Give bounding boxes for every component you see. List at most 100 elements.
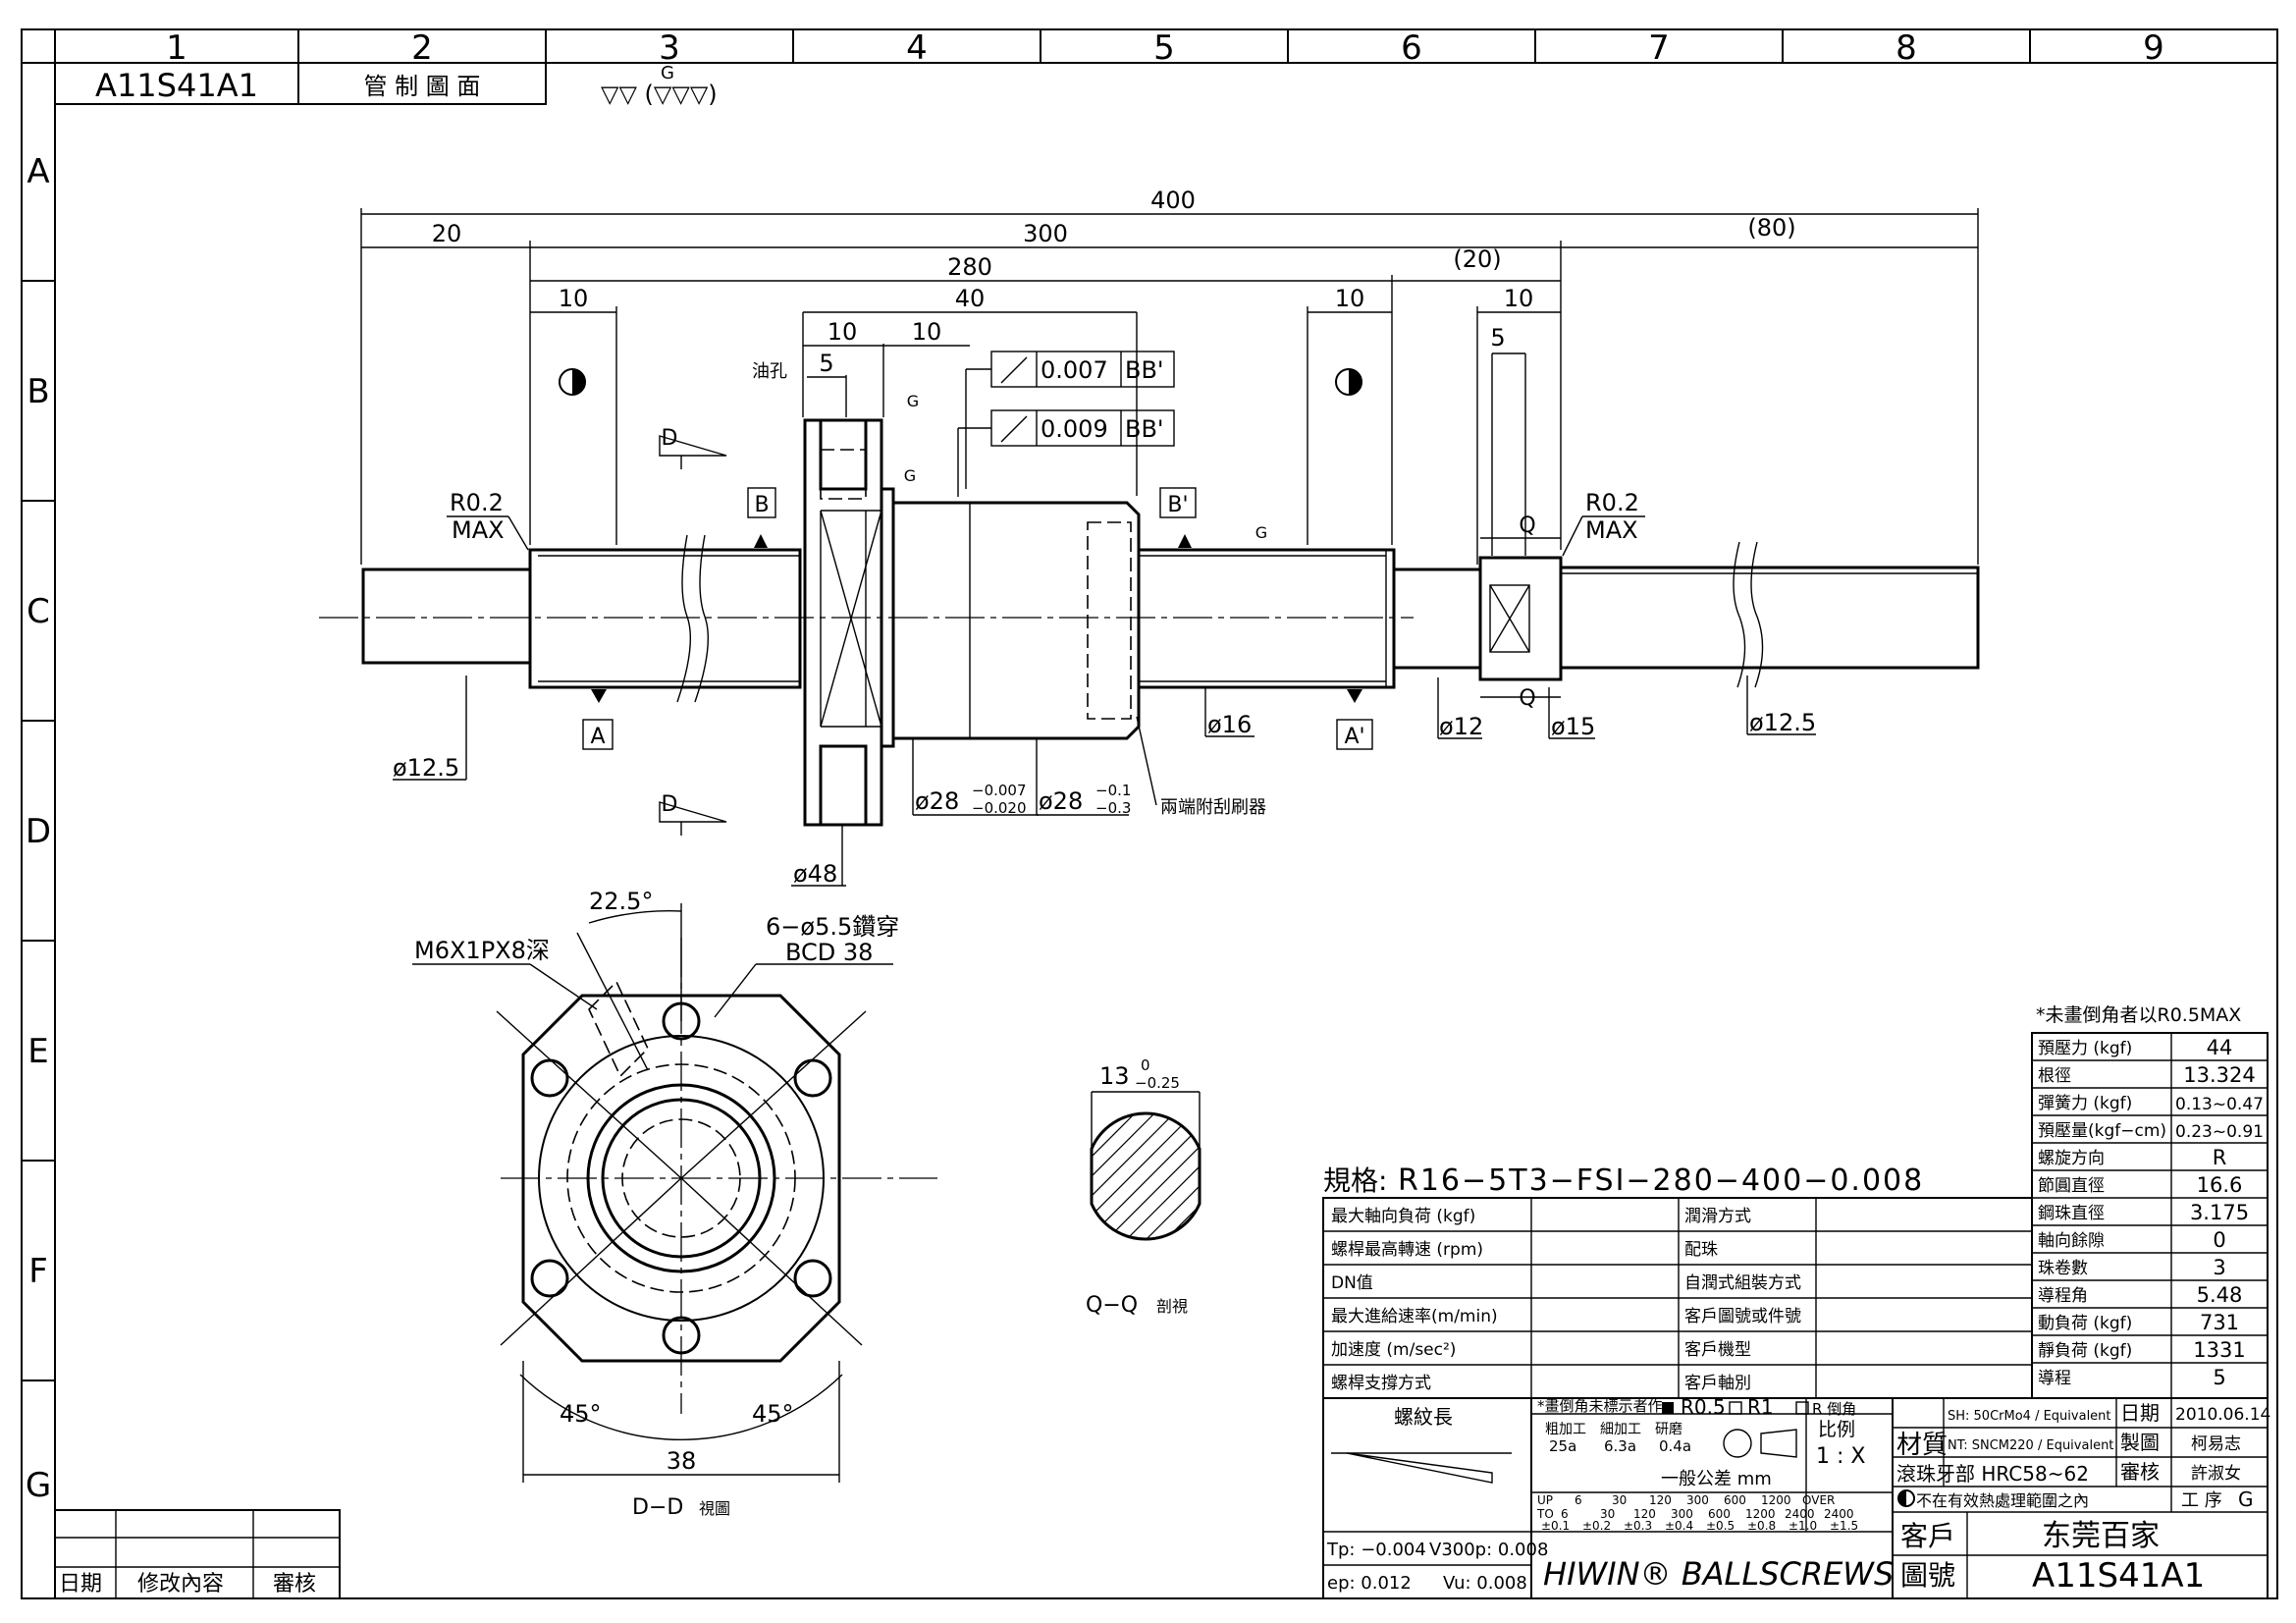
material-sh: SH: 50CrMo4 / Equivalent bbox=[1948, 1409, 2111, 1424]
spec-param-value: 731 bbox=[2200, 1311, 2239, 1334]
header-drawing-no: A11S41A1 bbox=[95, 67, 258, 104]
collar-15 bbox=[1478, 556, 1563, 681]
spec-param-label: 導程 bbox=[2038, 1369, 2071, 1388]
tol-cell: 30 bbox=[1600, 1507, 1615, 1521]
tol-cell: 1200 bbox=[1761, 1493, 1791, 1507]
qq-caption: Q−Q bbox=[1086, 1293, 1138, 1318]
row-label: C bbox=[27, 592, 50, 631]
check-value: 許淑女 bbox=[2191, 1464, 2241, 1484]
chamfer-note: *未畫倒角者以R0.5MAX bbox=[2036, 1004, 2241, 1026]
col-label: 8 bbox=[1896, 28, 1917, 68]
thread-len-label: 螺紋長 bbox=[1394, 1405, 1453, 1429]
flange-outline bbox=[521, 994, 841, 1363]
tol-cell: ±1.0 bbox=[1789, 1519, 1817, 1533]
tol-cell: 30 bbox=[1612, 1493, 1627, 1507]
spec-param-value: 44 bbox=[2207, 1036, 2233, 1059]
qq-hatch bbox=[1092, 1112, 1200, 1240]
header-surface-grade: G bbox=[661, 63, 674, 83]
header: A11S41A1 管 制 圖 面 ▽▽ (▽▽▽) G bbox=[54, 62, 718, 108]
col-label: 3 bbox=[659, 28, 680, 68]
qq-tol-up: 0 bbox=[1141, 1056, 1150, 1074]
spec-param-label: 軸向餘隙 bbox=[2038, 1231, 2105, 1251]
tp-value: Tp: −0.004 bbox=[1326, 1540, 1426, 1560]
dim-effective: 280 bbox=[947, 253, 992, 281]
dim-10-collar: 10 bbox=[1504, 285, 1534, 312]
tol-cell: 2400 bbox=[1824, 1507, 1854, 1521]
tol-cell: ±0.2 bbox=[1582, 1519, 1611, 1533]
datum-a2: A' bbox=[1344, 725, 1364, 749]
flange-caption-suffix: 視圖 bbox=[699, 1499, 730, 1518]
rough-value: 25a bbox=[1549, 1437, 1576, 1455]
dim-5-flange: 5 bbox=[819, 350, 833, 377]
spec-row-label: 螺桿支撐方式 bbox=[1331, 1374, 1431, 1393]
customer-label: 客戶 bbox=[1900, 1520, 1955, 1552]
tol-cell: 300 bbox=[1686, 1493, 1709, 1507]
dim-10-nut-2: 10 bbox=[912, 318, 942, 346]
spec-param-label: 彈簧力 (kgf) bbox=[2038, 1094, 2132, 1113]
right-shaft bbox=[1559, 566, 1980, 670]
grind-value: 0.4a bbox=[1659, 1437, 1691, 1455]
scale-value: 1 : X bbox=[1816, 1444, 1865, 1469]
tol-cell: ±0.3 bbox=[1624, 1519, 1652, 1533]
dim-40: 40 bbox=[955, 285, 986, 312]
rev-content-label: 修改內容 bbox=[137, 1572, 224, 1596]
chamfer-r1: R1 bbox=[1747, 1395, 1774, 1419]
heat-note: 不在有效熱處理範圍之內 bbox=[1916, 1491, 2089, 1510]
date-label: 日期 bbox=[2120, 1401, 2160, 1425]
tol-cell: OVER bbox=[1802, 1493, 1835, 1507]
spec-row-label: 客戶圖號或件號 bbox=[1684, 1307, 1801, 1326]
q-label-bottom: Q bbox=[1519, 686, 1535, 711]
spec-right-rows: *未畫倒角者以R0.5MAX 預壓力 (kgf) 根徑 彈簧力 (kgf) 預壓… bbox=[2036, 1004, 2264, 1389]
g-label-shaft: G bbox=[1255, 523, 1267, 542]
dia-right: ø12.5 bbox=[1749, 709, 1816, 736]
chamfer-label: *畫倒角未標示者作 bbox=[1537, 1397, 1663, 1415]
tol-cell: ±0.5 bbox=[1706, 1519, 1735, 1533]
dia-16: ø16 bbox=[1207, 711, 1252, 738]
general-tol: 一般公差 mm bbox=[1661, 1469, 1772, 1489]
tol-ref-2: BB' bbox=[1125, 415, 1164, 443]
sheet-frame bbox=[21, 28, 2278, 1599]
tol-cell: TO bbox=[1536, 1507, 1554, 1521]
spec-param-value: R bbox=[2213, 1146, 2227, 1169]
oil-hole-label: 油孔 bbox=[752, 361, 787, 382]
header-control-label: 管 制 圖 面 bbox=[364, 73, 481, 100]
spec-param-value: 5.48 bbox=[2197, 1283, 2243, 1307]
row-label: A bbox=[27, 152, 49, 191]
spec-label: 規格: bbox=[1323, 1164, 1387, 1197]
dimension-texts: 400 20 300 (80) 280 (20) 10 40 10 10 10 … bbox=[432, 187, 1796, 382]
g-label-flange: G bbox=[907, 392, 919, 410]
material-nt: NT: SNCM220 / Equivalent bbox=[1948, 1438, 2113, 1453]
row-label: F bbox=[28, 1252, 48, 1291]
dia-28-body: ø28 bbox=[1039, 787, 1083, 815]
rough-label: 粗加工 bbox=[1545, 1422, 1586, 1437]
qq-section-view bbox=[1090, 1091, 1201, 1241]
column-labels: 1 2 3 4 5 6 7 8 9 bbox=[166, 28, 2164, 68]
datum-a: A bbox=[590, 725, 605, 749]
header-surface-symbol: ▽▽ (▽▽▽) bbox=[601, 81, 718, 108]
step-12 bbox=[1392, 568, 1482, 670]
tol-cell: ±1.5 bbox=[1830, 1519, 1858, 1533]
dia-28-fit-tol-lo: −0.020 bbox=[972, 799, 1027, 817]
diameter-notes: ø12.5 ø16 ø12 ø15 ø12.5 ø28 −0.007 −0.02… bbox=[393, 676, 1816, 888]
radius-right: R0.2 bbox=[1585, 489, 1639, 516]
customer-value: 东莞百家 bbox=[2042, 1519, 2160, 1553]
col-label: 2 bbox=[411, 28, 433, 68]
spec-param-value: 16.6 bbox=[2197, 1173, 2243, 1197]
dim-left-end: 20 bbox=[432, 220, 462, 247]
tol-cell: 2400 bbox=[1785, 1507, 1815, 1521]
spec-param-value: 0 bbox=[2213, 1228, 2225, 1252]
fine-label: 細加工 bbox=[1600, 1422, 1641, 1437]
radius-notes: R0.2 MAX R0.2 MAX bbox=[447, 489, 1645, 557]
nut-flange bbox=[803, 418, 883, 827]
tol-table: UP 6 30 120 300 600 1200 OVER TO 6 30 12… bbox=[1536, 1493, 1858, 1533]
tol-ref-1: BB' bbox=[1125, 356, 1164, 384]
flange-angle-left: 45° bbox=[560, 1400, 602, 1428]
spec-param-value: 0.23~0.91 bbox=[2175, 1122, 2264, 1142]
flange-caption: D−D bbox=[632, 1495, 683, 1520]
spec-row-label: 自潤式組裝方式 bbox=[1684, 1273, 1801, 1293]
spec-row-label: 客戶機型 bbox=[1684, 1340, 1751, 1360]
dia-left: ø12.5 bbox=[393, 754, 459, 782]
col-label: 9 bbox=[2143, 28, 2164, 68]
flange-bcd-note: BCD 38 bbox=[785, 939, 873, 966]
ballscrew-main-view bbox=[319, 418, 1980, 827]
